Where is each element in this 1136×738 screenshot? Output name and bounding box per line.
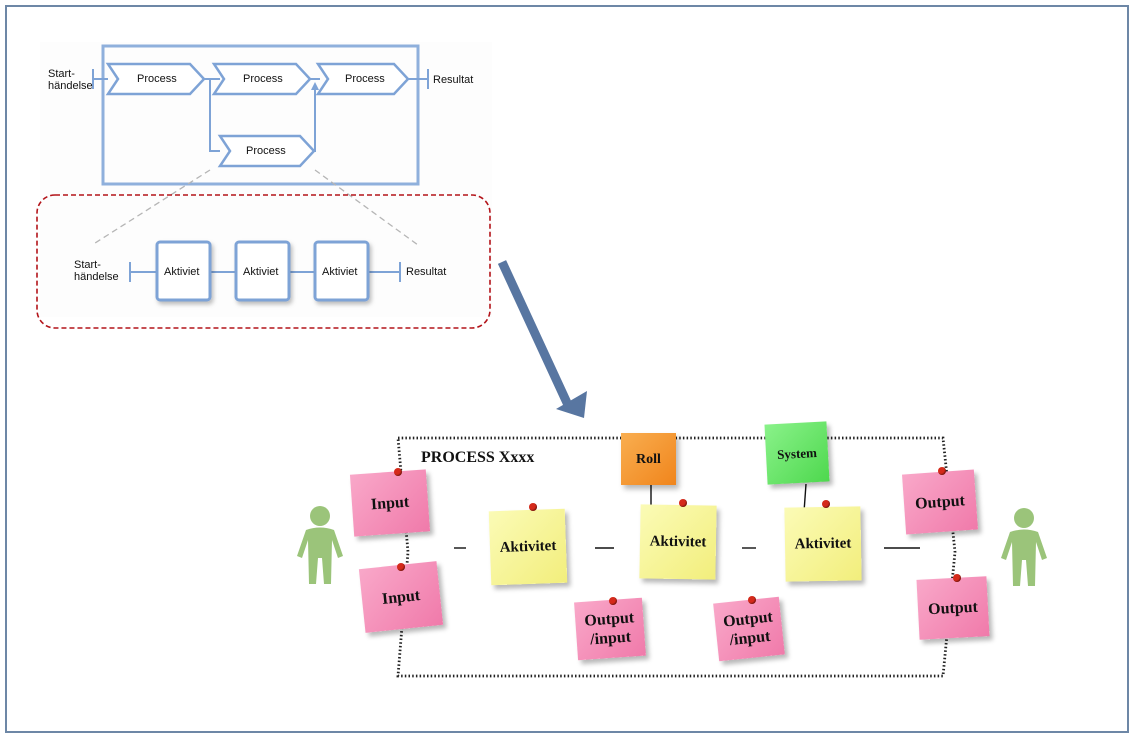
input-note: Input (358, 561, 444, 633)
process-chevrons (105, 62, 410, 168)
process-chevron (315, 62, 410, 96)
activity-label: Aktiviet (164, 266, 200, 278)
process-label: Process (243, 73, 283, 85)
pin-icon (822, 500, 830, 508)
activity-box (313, 240, 370, 302)
activity-label: Aktiviet (243, 266, 279, 278)
zoom-lines (91, 169, 419, 246)
activity-note: Aktivitet (488, 508, 568, 586)
arrowhead-up (311, 82, 319, 90)
role-note: Roll (621, 433, 676, 485)
activity-note: Aktivitet (639, 504, 717, 580)
output-note: Output (901, 469, 979, 535)
process-chevron (217, 134, 316, 168)
process-boundary (396, 436, 957, 678)
pin-icon (397, 563, 405, 571)
output-note: Output (916, 576, 990, 640)
process-label: Process (137, 73, 177, 85)
sub-result-label: Resultat (406, 266, 447, 278)
highlight-outline (36, 194, 491, 329)
pin-icon (529, 503, 537, 511)
system-note: System (764, 421, 830, 485)
output-input-note: Output /input (713, 596, 785, 662)
activity-label: Aktiviet (322, 266, 358, 278)
start-event-label: Start- händelse (48, 68, 93, 92)
process-frame (101, 44, 420, 186)
process-chevron (105, 62, 206, 96)
process-chevron (211, 62, 312, 96)
activity-connectors (129, 262, 401, 282)
process-label: Process (345, 73, 385, 85)
pin-icon (394, 468, 402, 476)
activity-boxes (155, 240, 370, 302)
output-input-note: Output /input (574, 597, 646, 661)
person-icon (1001, 508, 1047, 586)
pin-icon (609, 597, 617, 605)
slide-frame (5, 5, 1129, 733)
process-title: PROCESS Xxxx (417, 449, 539, 467)
activity-note: Aktivitet (784, 506, 862, 582)
pin-icon (953, 574, 961, 582)
big-arrow-shaft (497, 260, 573, 407)
pin-icon (938, 467, 946, 475)
input-note: Input (349, 469, 431, 537)
pin-icon (748, 596, 756, 604)
sub-start-event-label: Start- händelse (74, 259, 119, 283)
big-arrow-head (556, 391, 587, 418)
result-label: Resultat (433, 74, 474, 86)
activity-box (155, 240, 212, 302)
pin-icon (679, 499, 687, 507)
process-label: Process (246, 145, 286, 157)
person-icon (297, 506, 343, 584)
activity-box (234, 240, 291, 302)
